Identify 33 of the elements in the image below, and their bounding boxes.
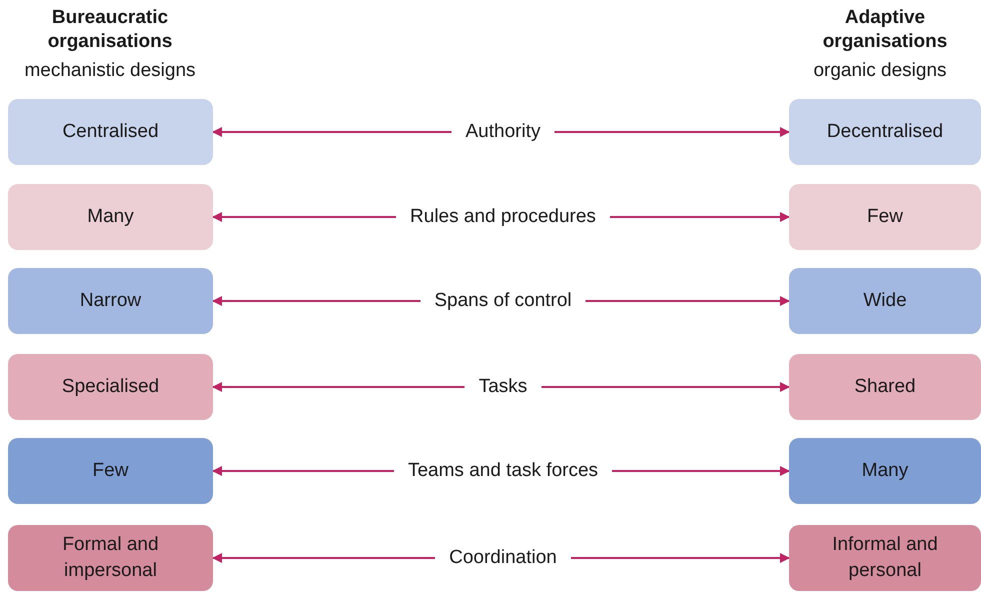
rounded-box: Few xyxy=(8,438,213,504)
arrow xyxy=(212,382,464,392)
arrow xyxy=(612,466,790,476)
arrow xyxy=(610,212,790,222)
arrow xyxy=(586,296,790,306)
arrow xyxy=(212,296,420,306)
rounded-box: Narrow xyxy=(8,268,213,334)
rounded-box: Informal and personal xyxy=(789,525,981,591)
rounded-box: Specialised xyxy=(8,354,213,420)
rounded-box: Centralised xyxy=(8,99,213,165)
dimension-label: Authority xyxy=(466,119,540,145)
arrow xyxy=(571,553,790,563)
rounded-box: Wide xyxy=(789,268,981,334)
arrow xyxy=(212,127,452,137)
rounded-box: Shared xyxy=(789,354,981,420)
rounded-box: Many xyxy=(8,184,213,250)
arrow xyxy=(212,466,394,476)
column-heading: organic designs xyxy=(812,59,948,83)
rounded-box: Many xyxy=(789,438,981,504)
arrow xyxy=(212,553,435,563)
dimension-label: Spans of control xyxy=(434,288,572,314)
rounded-box: Decentralised xyxy=(789,99,981,165)
arrow xyxy=(554,127,790,137)
rounded-box: Formal and impersonal xyxy=(8,525,213,591)
dimension-label: Rules and procedures xyxy=(410,204,596,230)
arrow xyxy=(542,382,790,392)
rounded-box: Few xyxy=(789,184,981,250)
dimension-label: Tasks xyxy=(478,374,528,400)
column-heading: Bureaucratic organisations xyxy=(46,6,174,54)
dimension-label: Teams and task forces xyxy=(408,458,598,484)
column-heading: mechanistic designs xyxy=(23,59,197,83)
arrow xyxy=(212,212,396,222)
dimension-label: Coordination xyxy=(449,545,557,571)
